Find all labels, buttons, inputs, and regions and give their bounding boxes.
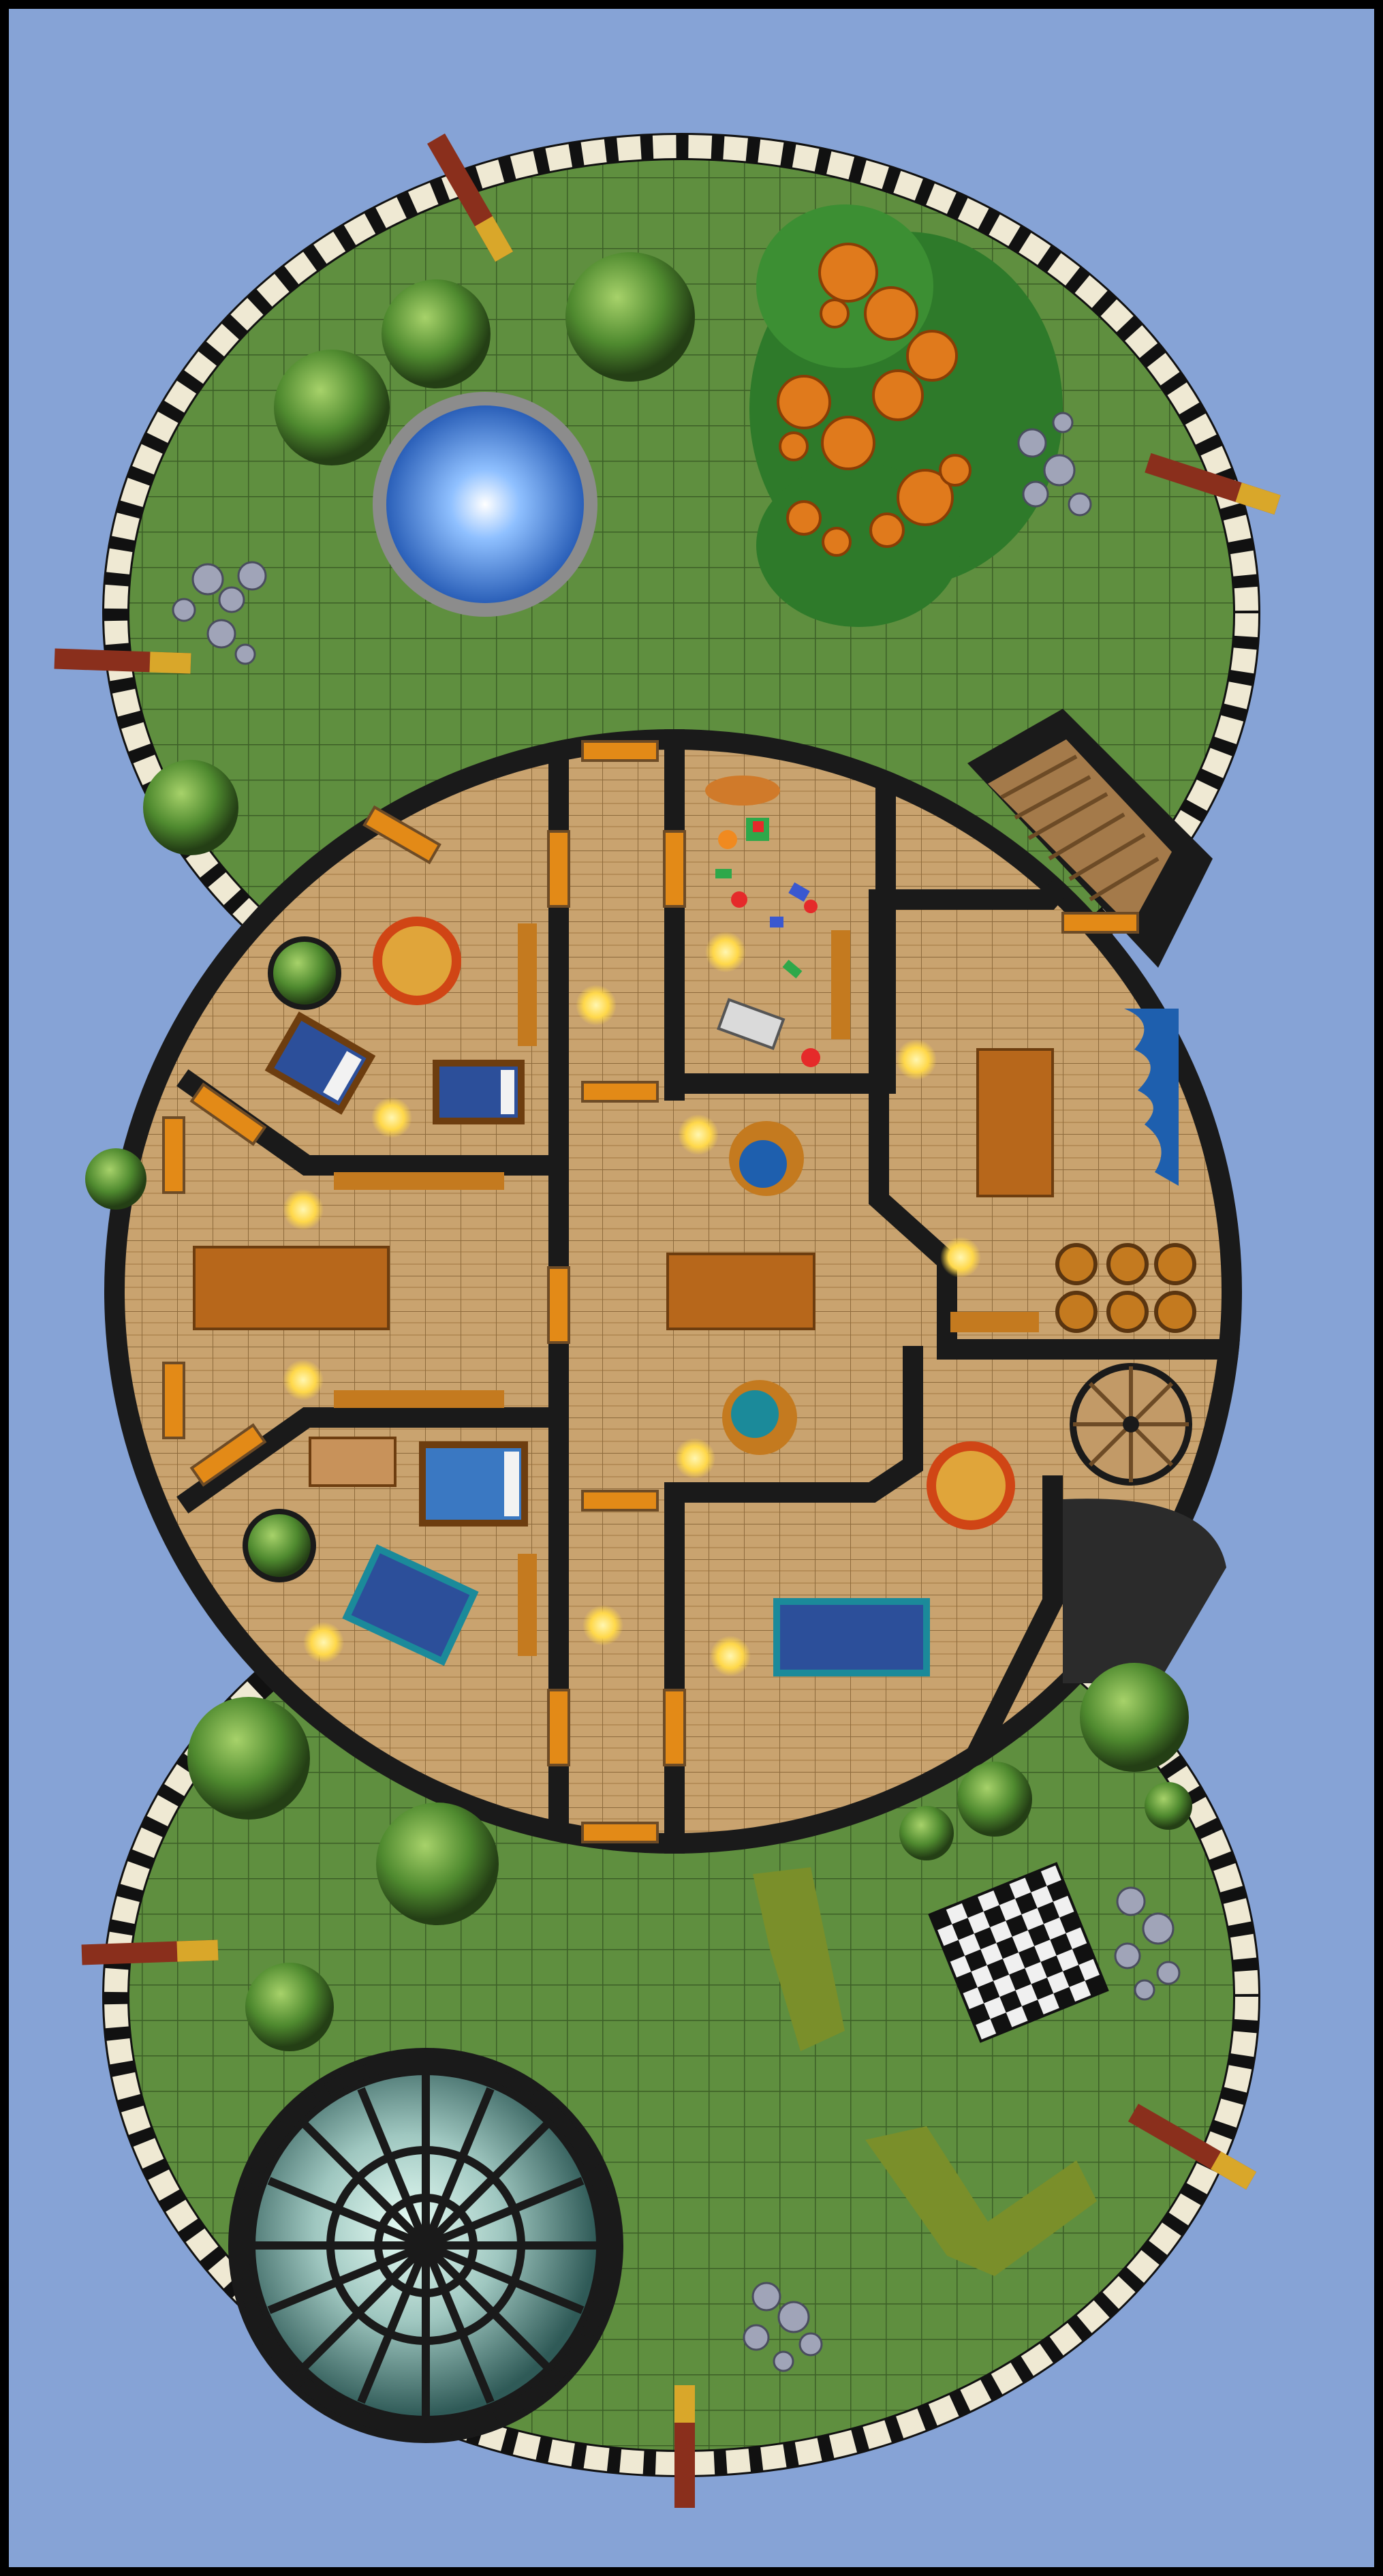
pumpkin-patch (749, 204, 1063, 627)
checkerboard[interactable] (928, 1862, 1109, 2043)
bed (433, 1060, 525, 1124)
bed (419, 1441, 528, 1527)
ramp-stair[interactable] (967, 709, 1213, 968)
curtain (1124, 1009, 1179, 1186)
door[interactable] (362, 805, 441, 865)
bath-pool (773, 1598, 930, 1676)
bed (264, 1011, 376, 1115)
door[interactable] (663, 1689, 686, 1766)
spiral-stair[interactable] (1070, 1363, 1192, 1486)
rug-round (373, 917, 461, 1005)
bench (950, 1312, 1039, 1332)
rug-teal (342, 1544, 479, 1666)
shrubs (85, 252, 1192, 2051)
door[interactable] (162, 1362, 185, 1439)
fountain-pool (373, 392, 597, 617)
bench (334, 1172, 504, 1190)
door[interactable] (663, 830, 686, 908)
door[interactable] (189, 1423, 267, 1487)
door[interactable] (189, 1082, 267, 1146)
door[interactable] (1061, 912, 1139, 934)
furniture (193, 776, 1196, 1676)
barrels (1055, 1243, 1196, 1333)
bench (518, 1554, 537, 1656)
door[interactable] (547, 1689, 570, 1766)
rug-round (927, 1441, 1015, 1530)
door[interactable] (162, 1116, 185, 1194)
bench (831, 930, 850, 1039)
bench (334, 1390, 504, 1408)
armchair (722, 1380, 797, 1455)
torches (54, 133, 1281, 2508)
glass-dome (228, 2048, 623, 2443)
toys (705, 776, 820, 1067)
bench (518, 923, 537, 1046)
armchair (729, 1121, 804, 1196)
potted-plant (243, 1509, 316, 1582)
kitchen-table (976, 1048, 1054, 1197)
door[interactable] (547, 1266, 570, 1344)
door[interactable] (581, 740, 659, 762)
hedges (753, 1867, 1097, 2276)
door[interactable] (581, 1822, 659, 1843)
door[interactable] (547, 830, 570, 908)
potted-plant (268, 936, 341, 1010)
dining-table-west (193, 1246, 390, 1330)
lamps (283, 932, 981, 1676)
door[interactable] (581, 1081, 659, 1103)
door[interactable] (581, 1490, 659, 1512)
rock-piles (172, 412, 1181, 2372)
wardrobe (309, 1437, 397, 1487)
table-hall (666, 1253, 815, 1330)
